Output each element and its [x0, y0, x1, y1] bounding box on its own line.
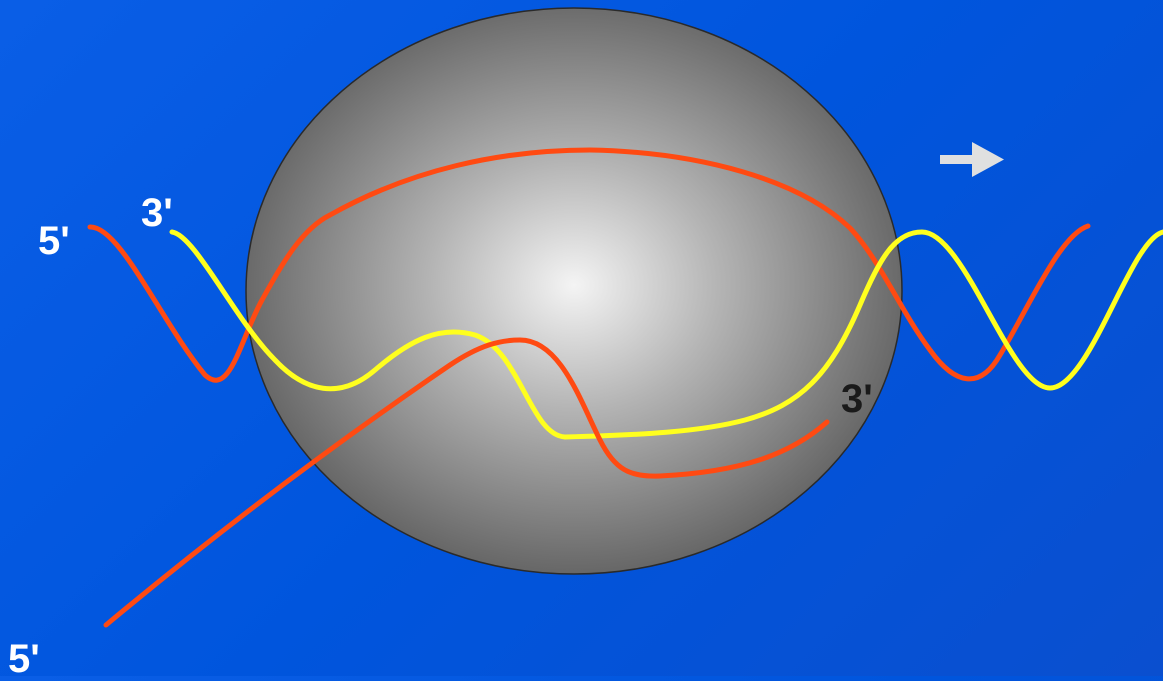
- template-strand: [87, 147, 1091, 383]
- coding-strand: [169, 229, 1163, 440]
- rna-strand: [103, 337, 830, 628]
- rna-5prime-label: 5': [8, 637, 40, 676]
- template-5prime-label: 5': [38, 219, 70, 263]
- rna-3prime-label: 3': [841, 377, 873, 421]
- coding-3prime-label: 3': [141, 191, 173, 235]
- right-arrow-icon: [940, 142, 1004, 177]
- polymerase-sphere: [245, 7, 903, 575]
